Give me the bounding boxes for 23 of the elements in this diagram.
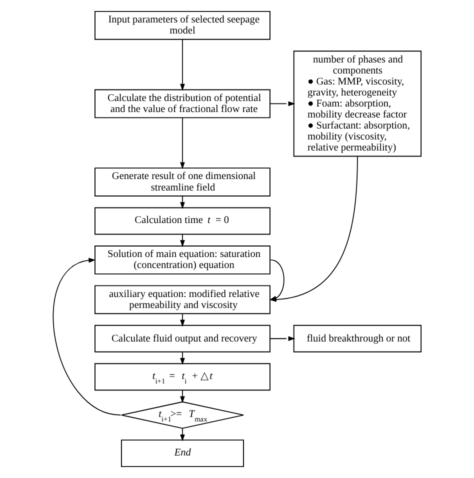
arrow — [52, 258, 122, 416]
arrow — [180, 352, 185, 365]
arrow — [270, 336, 296, 342]
arrow — [180, 390, 185, 404]
arrow — [180, 117, 185, 170]
arrow — [180, 234, 185, 248]
node-box: Input parameters of selected seepage model — [94, 10, 270, 40]
node-box: Calculate fluid output and recovery — [94, 324, 270, 352]
node-box: t$_{i+1}$ = t$_{i}$ + △t — [94, 363, 270, 391]
arrow — [180, 313, 185, 327]
node-box: auxiliary equation: modified relative permeability and viscosity — [94, 285, 270, 314]
node-box: End — [120, 440, 244, 468]
node-box: Calculation time t = 0 — [94, 207, 270, 235]
node-box: Calculate the distribution of potential and the value of fractional flow rate — [94, 89, 270, 118]
node-box: Solution of main equation: saturation (concentration) equation — [94, 246, 270, 274]
node-box: fluid breakthrough or not — [293, 324, 422, 352]
arrow — [180, 428, 185, 442]
arrow — [180, 39, 185, 91]
arrow — [180, 196, 185, 210]
arrow — [270, 101, 296, 106]
node-box: number of phases and components ● Gas: MMP, viscosity, gravity, heterogeneity ● Foam: absorption, mobility decrease factor ● Surfactant: absorption, mobility (viscosity, relative permeability) — [293, 50, 422, 157]
node-box: Generate result of one dimensional streamline field — [94, 168, 270, 196]
node-diamond: t$_{i+1}$>= T$_{max}$ — [120, 401, 244, 429]
